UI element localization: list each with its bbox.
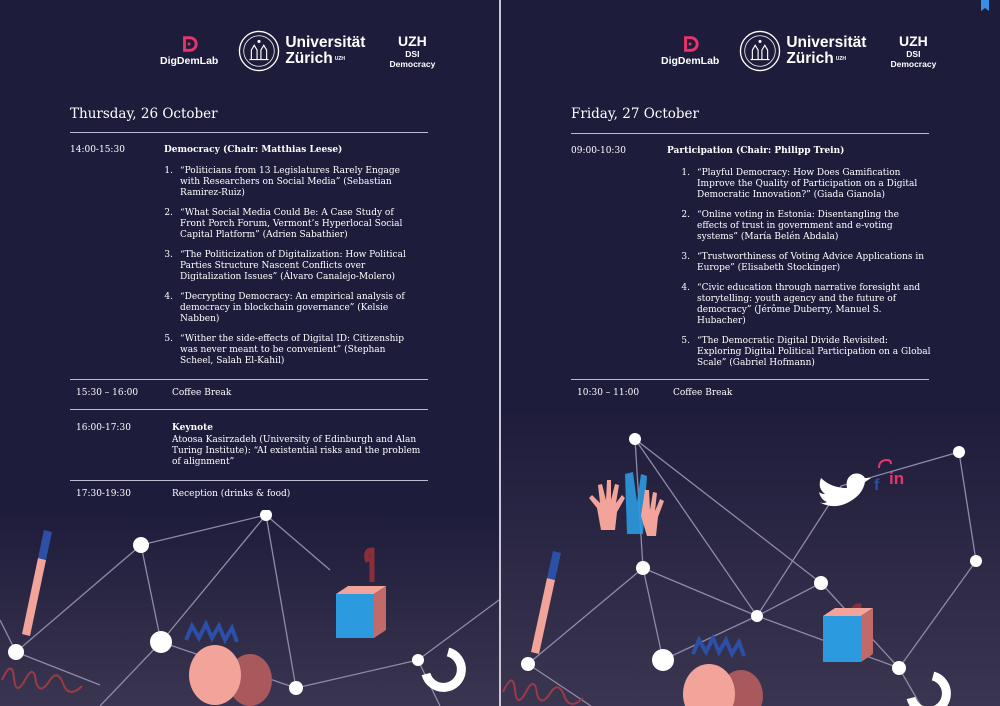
talk-item: 2.“Online voting in Estonia: Disentangli… (681, 210, 899, 242)
talk-item: 1.“Politicians from 13 Legislatures Rare… (164, 166, 400, 198)
session-title: Democracy (Chair: Matthias Leese) (164, 145, 343, 155)
divider (571, 133, 929, 134)
digdemlab-mark-icon (183, 36, 198, 52)
page-divider (499, 0, 501, 706)
talk-item: 3.“The Politicization of Digitalization:… (164, 250, 406, 282)
coffee-label: Coffee Break (673, 388, 733, 398)
talk-item: 5.“The Democratic Digital Divide Revisit… (681, 336, 931, 368)
day-title: Friday, 27 October (571, 106, 699, 122)
talk-item: 3.“Trustworthiness of Voting Advice Appl… (681, 252, 924, 273)
keynote-title: Keynote (172, 423, 214, 433)
scribble-illustration (502, 679, 584, 705)
talk-list: 1.“Playful Democracy: How Does Gamificat… (672, 168, 932, 378)
divider (70, 132, 428, 133)
ballot-box-illustration (336, 547, 386, 638)
talk-item: 1.“Playful Democracy: How Does Gamificat… (681, 168, 918, 200)
keynote-text: Atoosa Kasirzadeh (University of Edinbur… (172, 435, 421, 467)
network-lines (0, 514, 499, 706)
heads-illustration (184, 619, 272, 706)
session-time: 09:00-10:30 (571, 146, 626, 156)
digdemlab-logo: DigDemLab (661, 35, 719, 67)
social-media-icons: in f (819, 458, 904, 507)
session-time: 14:00-15:30 (70, 145, 125, 155)
scribble-illustration (1, 667, 83, 693)
ring-illustration (421, 647, 466, 692)
hands-illustration (589, 472, 664, 536)
coffee-time: 15:30 – 16:00 (76, 388, 139, 398)
ballot-box-illustration (823, 603, 873, 662)
pen-illustration (22, 530, 52, 636)
pen-illustration (531, 551, 561, 654)
network-illustration: in f (501, 406, 1000, 706)
uzh-seal-icon (740, 30, 781, 72)
twitter-icon (819, 473, 871, 507)
facebook-icon: f (874, 477, 880, 494)
illustration-background (501, 406, 1000, 706)
talk-item: 4.“Decrypting Democracy: An empirical an… (164, 292, 405, 324)
day-title: Thursday, 26 October (70, 106, 218, 122)
reception-label: Reception (drinks & food) (172, 489, 291, 499)
heads-illustration (683, 633, 763, 706)
network-lines (527, 438, 977, 706)
network-nodes (8, 510, 424, 695)
digdemlab-logo: DigDemLab (160, 35, 218, 67)
talk-list: 1.“Politicians from 13 Legislatures Rare… (155, 166, 417, 376)
digdemlab-mark-icon (684, 36, 699, 52)
talk-item: 2.“What Social Media Could Be: A Case St… (164, 208, 403, 240)
bookmark-icon[interactable] (980, 0, 990, 12)
reception-time: 17:30-19:30 (76, 489, 131, 499)
divider (70, 409, 428, 410)
linkedin-icon: in (889, 469, 904, 488)
divider (70, 379, 428, 380)
instagram-icon (878, 458, 892, 469)
talk-item: 4.“Civic education through narrative for… (681, 283, 921, 326)
divider (571, 379, 929, 380)
uzh-dsi-democracy-logo: UZH DSI Democracy (890, 32, 937, 69)
keynote-time: 16:00-17:30 (76, 423, 131, 433)
session-title: Participation (Chair: Philipp Trein) (667, 146, 845, 156)
talk-item: 5.“Wither the side-effects of Digital ID… (164, 334, 405, 366)
network-illustration (0, 510, 499, 706)
ring-illustration (906, 671, 951, 706)
coffee-time: 10:30 – 11:00 (577, 388, 640, 398)
uzh-dsi-democracy-logo: UZH DSI Democracy (389, 32, 436, 69)
uzh-seal-icon (239, 30, 280, 72)
coffee-label: Coffee Break (172, 388, 232, 398)
network-nodes (521, 433, 982, 675)
divider (70, 480, 428, 481)
